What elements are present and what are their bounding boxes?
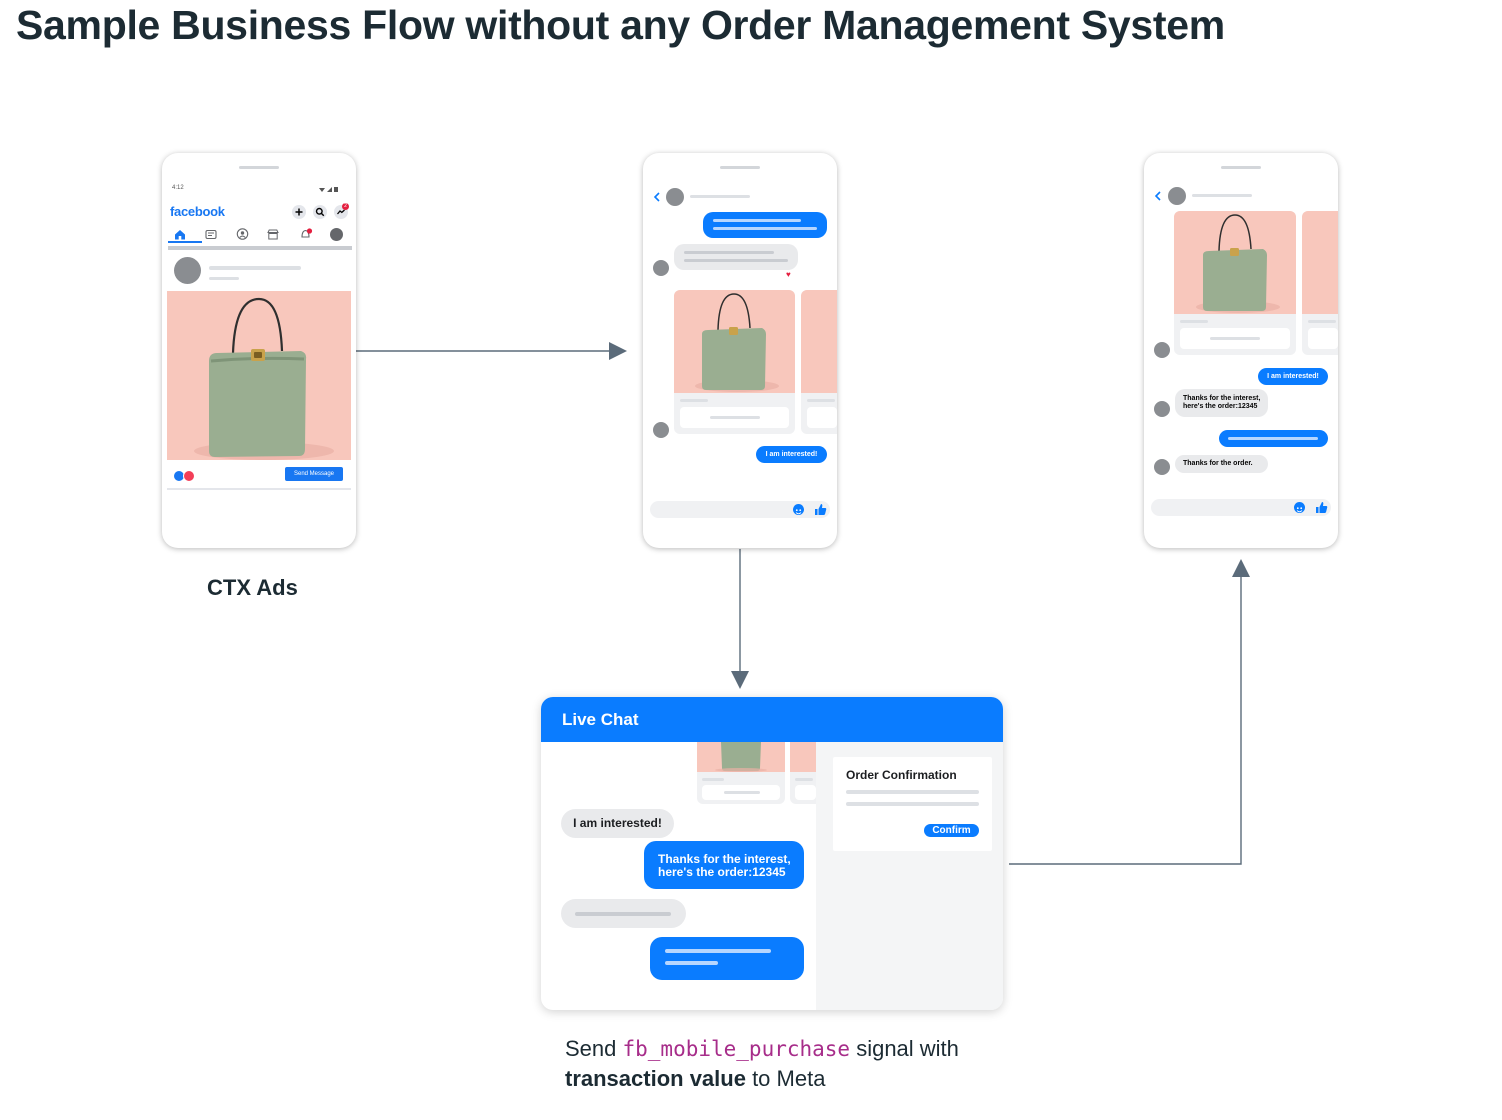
outgoing-message	[1219, 430, 1328, 447]
phone-notch	[1221, 166, 1261, 169]
agent-message-placeholder	[650, 937, 804, 980]
status-time: 4:12	[172, 185, 184, 191]
back-icon[interactable]	[1154, 191, 1162, 201]
arrow-head-down	[731, 671, 749, 689]
post-author-placeholder	[209, 266, 301, 270]
post-bottom-divider	[167, 488, 351, 490]
message-input[interactable]	[650, 501, 830, 518]
product-card[interactable]	[697, 742, 785, 804]
home-icon[interactable]	[174, 229, 186, 240]
customer-interested-message: I am interested!	[561, 809, 674, 838]
confirm-button[interactable]: Confirm	[924, 824, 979, 837]
phone-notch	[720, 166, 760, 169]
contact-name-placeholder	[1192, 194, 1252, 197]
thanks-for-order-message: Thanks for the order.	[1175, 455, 1268, 473]
contact-avatar-small	[653, 422, 669, 438]
phone-facebook-ad: 4:12 facebook 2	[162, 153, 356, 548]
customer-message-placeholder	[561, 899, 686, 928]
marketplace-icon[interactable]	[267, 229, 279, 240]
arrow-head-right	[609, 342, 627, 360]
facebook-logo: facebook	[170, 204, 225, 219]
post-time-placeholder	[209, 277, 239, 280]
send-message-button[interactable]: Send Message	[285, 467, 343, 481]
interested-message: I am interested!	[1258, 368, 1328, 385]
page-title: Sample Business Flow without any Order M…	[16, 2, 1225, 48]
arrow-head-up	[1232, 559, 1250, 577]
product-card[interactable]	[1174, 211, 1296, 355]
product-image	[167, 291, 351, 460]
love-reaction-icon	[183, 470, 195, 482]
create-icon[interactable]	[292, 205, 306, 219]
handbag-icon	[1196, 214, 1280, 313]
thanks-order-number-message: Thanks for the interest, here's the orde…	[1175, 389, 1268, 417]
live-chat-header: Live Chat	[541, 697, 1003, 742]
order-confirmation-title: Order Confirmation	[846, 768, 957, 782]
handbag-icon	[715, 742, 767, 772]
product-card-next[interactable]	[801, 290, 837, 434]
emoji-icon[interactable]	[793, 504, 804, 515]
watch-icon[interactable]	[205, 229, 217, 240]
handbag-icon	[695, 293, 779, 392]
phone-notch	[239, 166, 279, 169]
order-confirmation-card: Order Confirmation Confirm	[833, 757, 992, 851]
caption-line-2: transaction value to Meta	[565, 1066, 825, 1092]
caption-text: signal with	[850, 1036, 959, 1061]
live-chat-panel: Live Chat I am interested! Thanks for th…	[541, 697, 1003, 1010]
caption-line-1: Send fb_mobile_purchase signal with	[565, 1036, 959, 1062]
groups-icon[interactable]	[236, 228, 249, 240]
profile-icon[interactable]	[330, 228, 343, 241]
back-icon[interactable]	[653, 192, 661, 202]
caption-text: Send	[565, 1036, 623, 1061]
emoji-icon[interactable]	[1294, 502, 1305, 513]
agent-order-message: Thanks for the interest, here's the orde…	[644, 841, 804, 889]
product-card[interactable]	[674, 290, 795, 434]
contact-avatar	[666, 188, 684, 206]
message-input[interactable]	[1151, 499, 1331, 516]
notification-badge: 2	[342, 203, 349, 210]
product-card-next[interactable]	[790, 742, 816, 804]
outgoing-message	[703, 212, 827, 238]
contact-avatar	[1168, 187, 1186, 205]
caption-bold-text: transaction value	[565, 1066, 746, 1091]
thumbs-up-icon[interactable]	[1315, 501, 1328, 514]
contact-name-placeholder	[690, 195, 750, 198]
caption-code-token: fb_mobile_purchase	[622, 1037, 851, 1061]
notifications-icon[interactable]	[299, 228, 313, 240]
phone-messenger-start: ♥ I am interested!	[643, 153, 837, 548]
home-tab-indicator	[168, 241, 202, 243]
status-icons	[319, 187, 338, 192]
phone-messenger-confirmed: I am interested! Thanks for the interest…	[1144, 153, 1338, 548]
ctx-ads-label: CTX Ads	[207, 575, 298, 600]
caption-text: to Meta	[745, 1066, 826, 1091]
contact-avatar-small	[1154, 401, 1170, 417]
live-chat-title: Live Chat	[562, 710, 639, 729]
contact-avatar-small	[653, 260, 669, 276]
incoming-message	[674, 244, 798, 270]
interested-message: I am interested!	[756, 446, 827, 463]
messenger-icon[interactable]: 2	[334, 203, 349, 219]
heart-reaction-icon: ♥	[786, 270, 791, 279]
product-card-next[interactable]	[1302, 211, 1338, 355]
contact-avatar-small	[1154, 459, 1170, 475]
arrow-livechat-to-messenger	[1009, 576, 1242, 865]
handbag-icon	[194, 297, 334, 460]
thumbs-up-icon[interactable]	[814, 503, 827, 516]
search-icon[interactable]	[313, 205, 327, 219]
post-avatar	[174, 257, 201, 284]
feed-divider	[168, 246, 352, 250]
contact-avatar-small	[1154, 342, 1170, 358]
